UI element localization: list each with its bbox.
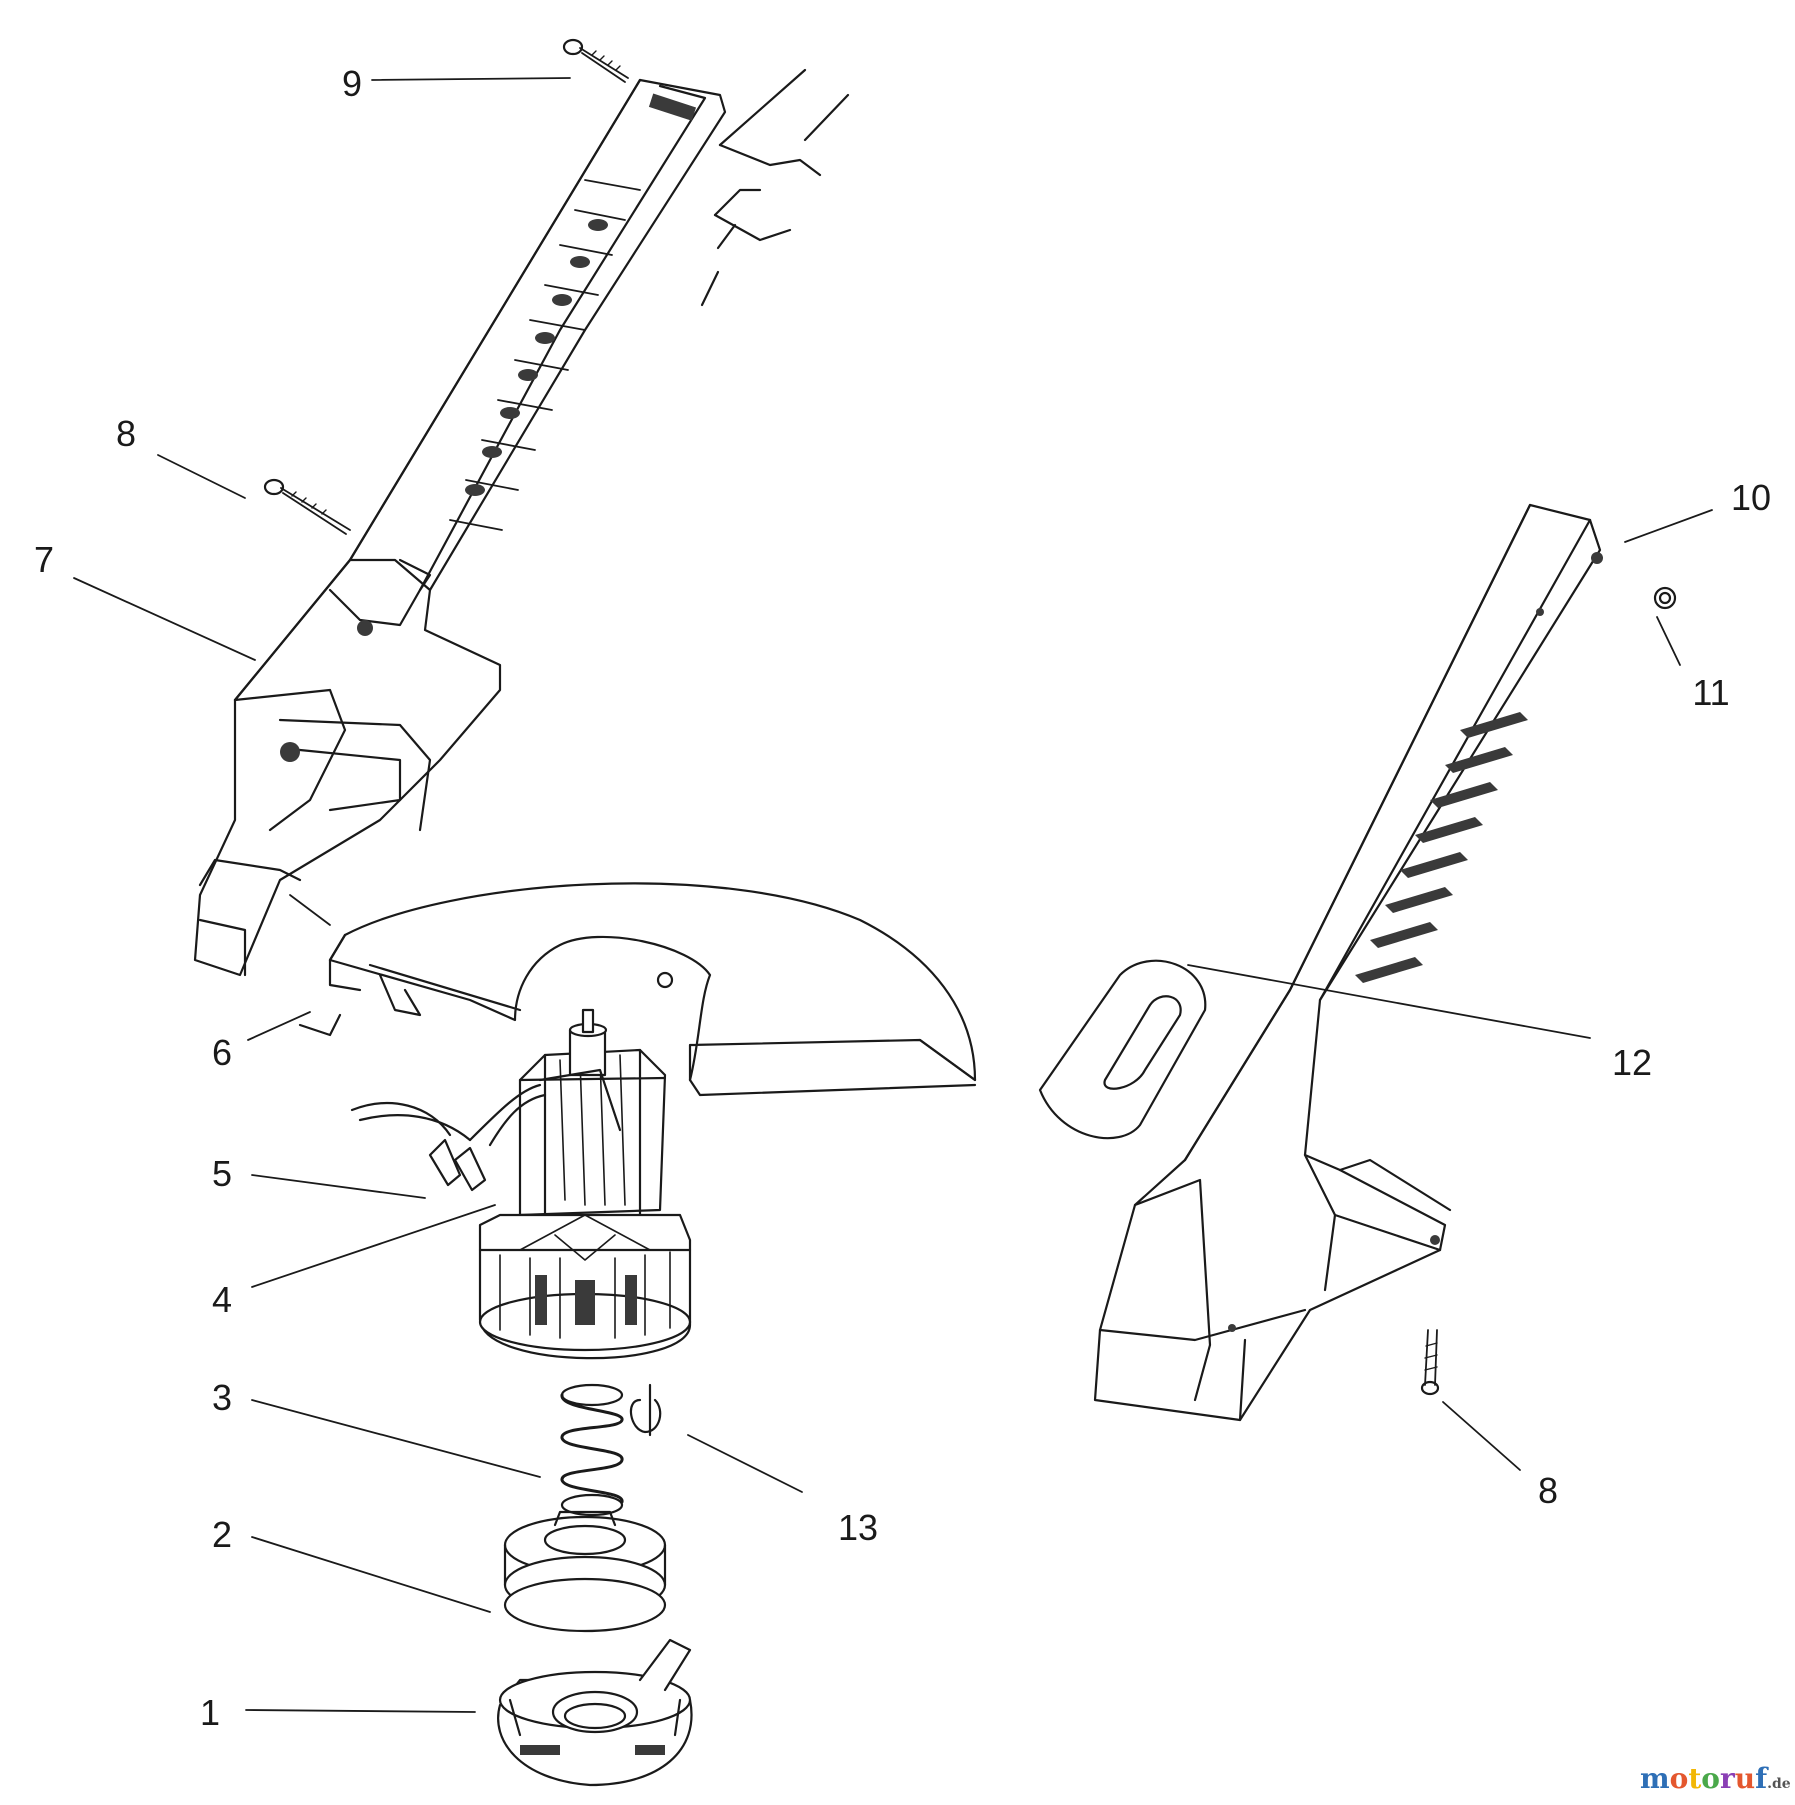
callout-3: 3	[212, 1377, 232, 1418]
shaft-tube	[700, 68, 850, 307]
callout-9: 9	[342, 63, 362, 104]
callout-7: 7	[34, 539, 54, 580]
cap-part-1	[497, 1638, 693, 1787]
housing-right-half	[1038, 503, 1603, 1422]
watermark-letter: t	[1688, 1762, 1701, 1795]
screw-part-8-right	[1420, 1329, 1440, 1396]
watermark-suffix: .de	[1767, 1776, 1791, 1792]
spool-part-2	[503, 1510, 667, 1633]
callout-2: 2	[212, 1514, 232, 1555]
spring-part-3	[560, 1383, 662, 1517]
leader-lines	[73, 77, 1713, 1713]
callout-12: 12	[1612, 1042, 1652, 1083]
screw-part-8-left	[263, 478, 351, 535]
svg-text:motoruf.de: motoruf.de	[1640, 1762, 1791, 1795]
watermark-letter: f	[1755, 1762, 1769, 1795]
callout-4: 4	[212, 1279, 232, 1320]
guard-part-6	[289, 882, 977, 1097]
callout-8-right: 8	[1538, 1470, 1558, 1511]
watermark-letter: o	[1670, 1762, 1689, 1795]
callout-5: 5	[212, 1153, 232, 1194]
callout-labels: 1 2 3 4 5 6 7 8 8 9 10 11 12 13	[34, 63, 1771, 1733]
watermark-letter: r	[1720, 1762, 1736, 1795]
callout-8-left: 8	[116, 413, 136, 454]
callout-11: 11	[1692, 672, 1729, 713]
callout-10: 10	[1731, 477, 1771, 518]
nut-part-11	[1653, 586, 1677, 610]
screw-part-9	[562, 38, 629, 83]
watermark-letter: o	[1701, 1762, 1720, 1795]
housing-left-half	[193, 78, 727, 977]
wire-connectors-part-5	[350, 1083, 547, 1192]
callout-13: 13	[838, 1507, 878, 1548]
motor-part-4	[478, 1008, 692, 1360]
watermark-letter: u	[1735, 1762, 1755, 1795]
watermark-letter: m	[1640, 1762, 1670, 1795]
callout-1: 1	[200, 1692, 220, 1733]
watermark-logo: motoruf.de	[1640, 1762, 1791, 1795]
callout-6: 6	[212, 1032, 232, 1073]
